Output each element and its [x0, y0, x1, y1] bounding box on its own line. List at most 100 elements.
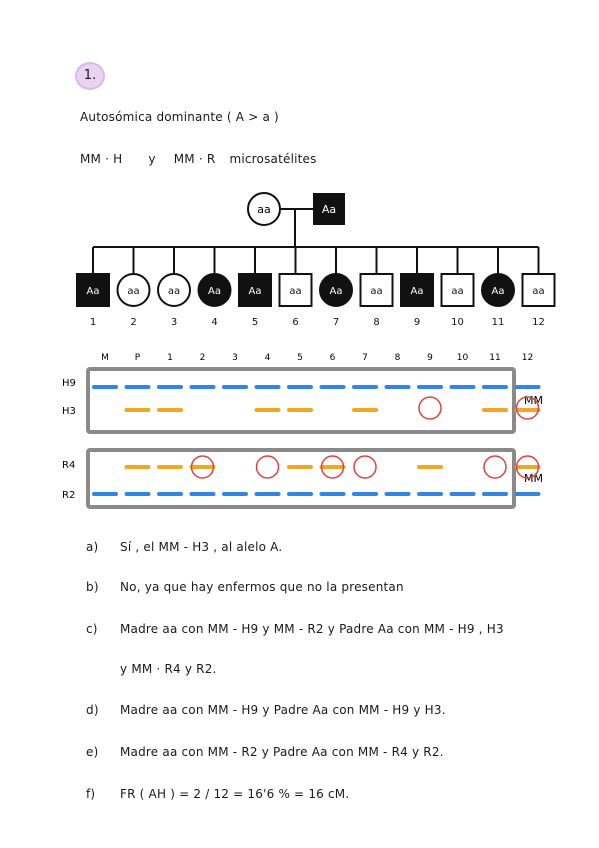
child-7-symbol: Aa 7: [319, 273, 353, 328]
answer-letter: d): [86, 703, 99, 717]
child-9-genotype: Aa: [411, 286, 424, 297]
answer-c-cont: y MM · R4 y R2.: [86, 662, 217, 676]
child-4-number: 4: [211, 317, 217, 328]
lane-label-M: M: [101, 353, 109, 363]
mother-genotype: aa: [257, 203, 270, 216]
child-11-genotype: Aa: [492, 286, 505, 297]
child-11-symbol: Aa 11: [481, 273, 515, 328]
child-4-genotype: Aa: [208, 286, 221, 297]
marker-microsat: microsatélites: [229, 152, 317, 166]
circle-r4-lane-12: [483, 455, 507, 479]
child-6-genotype: aa: [289, 286, 301, 297]
lane-label-5: 5: [297, 353, 303, 363]
lane-label-12: 12: [522, 353, 533, 363]
gel-r-frame: [86, 448, 516, 509]
answer-letter: e): [86, 745, 99, 759]
child-5-genotype: Aa: [249, 286, 262, 297]
lane-label-10: 10: [457, 353, 469, 363]
gel-h-frame: [86, 367, 516, 434]
exercise-number-badge: 1.: [75, 62, 105, 90]
child-8-number: 8: [373, 317, 379, 328]
answer-e: e) Madre aa con MM - R2 y Padre Aa con MM…: [86, 745, 444, 759]
lane-label-4: 4: [265, 353, 271, 363]
markers-line: MM · H y MM · R microsatélites: [80, 152, 317, 166]
answer-letter: f): [86, 787, 96, 801]
circle-h3-lane-10: [418, 396, 442, 420]
child-7-genotype: Aa: [330, 286, 343, 297]
child-1-symbol: Aa 1: [76, 273, 110, 328]
answer-letter: c): [86, 622, 98, 636]
child-9-symbol: Aa 9: [400, 273, 434, 328]
child-3-symbol: aa 3: [157, 273, 191, 328]
lane-label-7: 7: [362, 353, 368, 363]
circle-h3-lane-13: [515, 396, 540, 420]
lane-label-1: 1: [167, 353, 173, 363]
lane-label-8: 8: [395, 353, 401, 363]
answer-text: Madre aa con MM - R2 y Padre Aa con MM -…: [120, 745, 444, 759]
answer-f: f) FR ( AH ) = 2 / 12 = 16'6 % = 16 cM.: [86, 787, 349, 801]
answer-b: b) No, ya que hay enfermos que no la pres…: [86, 580, 404, 594]
mother-symbol: aa: [247, 192, 281, 226]
child-11-number: 11: [492, 317, 505, 328]
child-10-symbol: aa 10: [440, 273, 475, 328]
answer-text: Sí , el MM - H3 , al alelo A.: [120, 540, 283, 554]
gel-h-label-h9: H9: [62, 378, 76, 389]
answer-d: d) Madre aa con MM - H9 y Padre Aa con MM…: [86, 703, 446, 717]
child-12-genotype: aa: [532, 286, 544, 297]
child-5-symbol: Aa 5: [238, 273, 272, 328]
pedigree-lines: [92, 208, 540, 274]
answer-letter: b): [86, 580, 99, 594]
gel-r-side-label: MM: [524, 472, 543, 485]
marker-mm-h: MM · H: [80, 152, 123, 166]
father-genotype: Aa: [322, 203, 336, 216]
child-10-genotype: aa: [451, 286, 463, 297]
child-1-number: 1: [90, 317, 96, 328]
gel-r-label-r4: R4: [62, 460, 75, 471]
answer-text: No, ya que hay enfermos que no la presen…: [120, 580, 404, 594]
circle-r4-lane-8: [353, 455, 377, 479]
child-2-genotype: aa: [127, 286, 139, 297]
father-symbol: Aa: [313, 193, 345, 225]
children-row: Aa 1 aa 2 aa 3 Aa 4 Aa 5 aa 6 Aa 7 aa 8 Aa 9 aa 10 Aa 11 aa 12: [76, 273, 556, 328]
child-3-genotype: aa: [168, 286, 180, 297]
inheritance-mode: Autosómica dominante ( A > a ): [80, 110, 279, 124]
child-6-number: 6: [292, 317, 298, 328]
child-4-symbol: Aa 4: [197, 273, 232, 328]
circle-r4-lane-3: [190, 455, 215, 479]
child-9-number: 9: [414, 317, 420, 328]
answer-text: FR ( AH ) = 2 / 12 = 16'6 % = 16 cM.: [120, 787, 350, 801]
gel-r-label-r2: R2: [62, 490, 75, 501]
answer-text: Madre aa con MM - H9 y MM - R2 y Padre A…: [120, 622, 504, 636]
lane-label-11: 11: [489, 353, 500, 363]
gel-h-side-label: MM: [524, 394, 543, 407]
child-8-genotype: aa: [370, 286, 382, 297]
circle-r4-lane-5: [255, 455, 280, 479]
answer-text: y MM · R4 y R2.: [120, 662, 217, 676]
answer-letter: a): [86, 540, 99, 554]
marker-mm-r: MM · R: [173, 152, 216, 166]
child-8-symbol: aa 8: [359, 273, 394, 328]
lane-label-9: 9: [427, 353, 433, 363]
marker-y: y: [148, 152, 156, 166]
child-7-number: 7: [333, 317, 339, 328]
answer-c: c) Madre aa con MM - H9 y MM - R2 y Padre…: [86, 622, 504, 636]
child-2-number: 2: [130, 317, 136, 328]
child-1-genotype: Aa: [87, 286, 100, 297]
child-5-number: 5: [252, 317, 258, 328]
child-12-number: 12: [532, 317, 545, 328]
answer-text: Madre aa con MM - H9 y Padre Aa con MM -…: [120, 703, 446, 717]
circle-r4-lane-13: [515, 455, 540, 479]
lane-label-P: P: [135, 353, 141, 363]
circle-r4-lane-7: [320, 455, 345, 479]
child-3-number: 3: [171, 317, 177, 328]
answer-a: a) Sí , el MM - H3 , al alelo A.: [86, 540, 282, 554]
child-12-symbol: aa 12: [521, 273, 556, 328]
child-10-number: 10: [451, 317, 464, 328]
lane-label-3: 3: [232, 353, 238, 363]
child-2-symbol: aa 2: [116, 273, 151, 328]
lane-label-2: 2: [200, 353, 206, 363]
child-6-symbol: aa 6: [278, 273, 313, 328]
